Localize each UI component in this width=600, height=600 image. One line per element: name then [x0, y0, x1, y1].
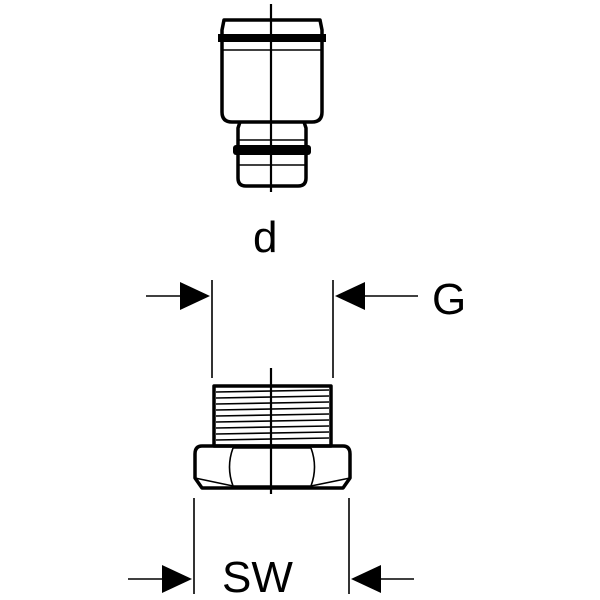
hex-face-right: [310, 447, 316, 487]
label-g: G: [432, 275, 466, 324]
sw-dimension: [128, 565, 414, 593]
g-arrow-left-head: [180, 282, 210, 310]
hex-chamfer-right: [310, 477, 351, 487]
hex-nut: [193, 444, 352, 490]
press-fitting: [218, 4, 326, 192]
label-sw: SW: [222, 553, 293, 600]
g-arrow-right-head: [335, 282, 365, 310]
hex-face-left: [228, 447, 234, 487]
fitting-upper-body: [220, 18, 324, 124]
g-dimension: [146, 282, 418, 310]
sw-arrow-left-head: [162, 565, 192, 593]
thread-lines: [215, 389, 330, 441]
threaded-adapter: [193, 280, 352, 594]
hex-chamfer-left: [194, 477, 234, 487]
label-d: d: [253, 213, 277, 262]
sw-arrow-right-head: [351, 565, 381, 593]
